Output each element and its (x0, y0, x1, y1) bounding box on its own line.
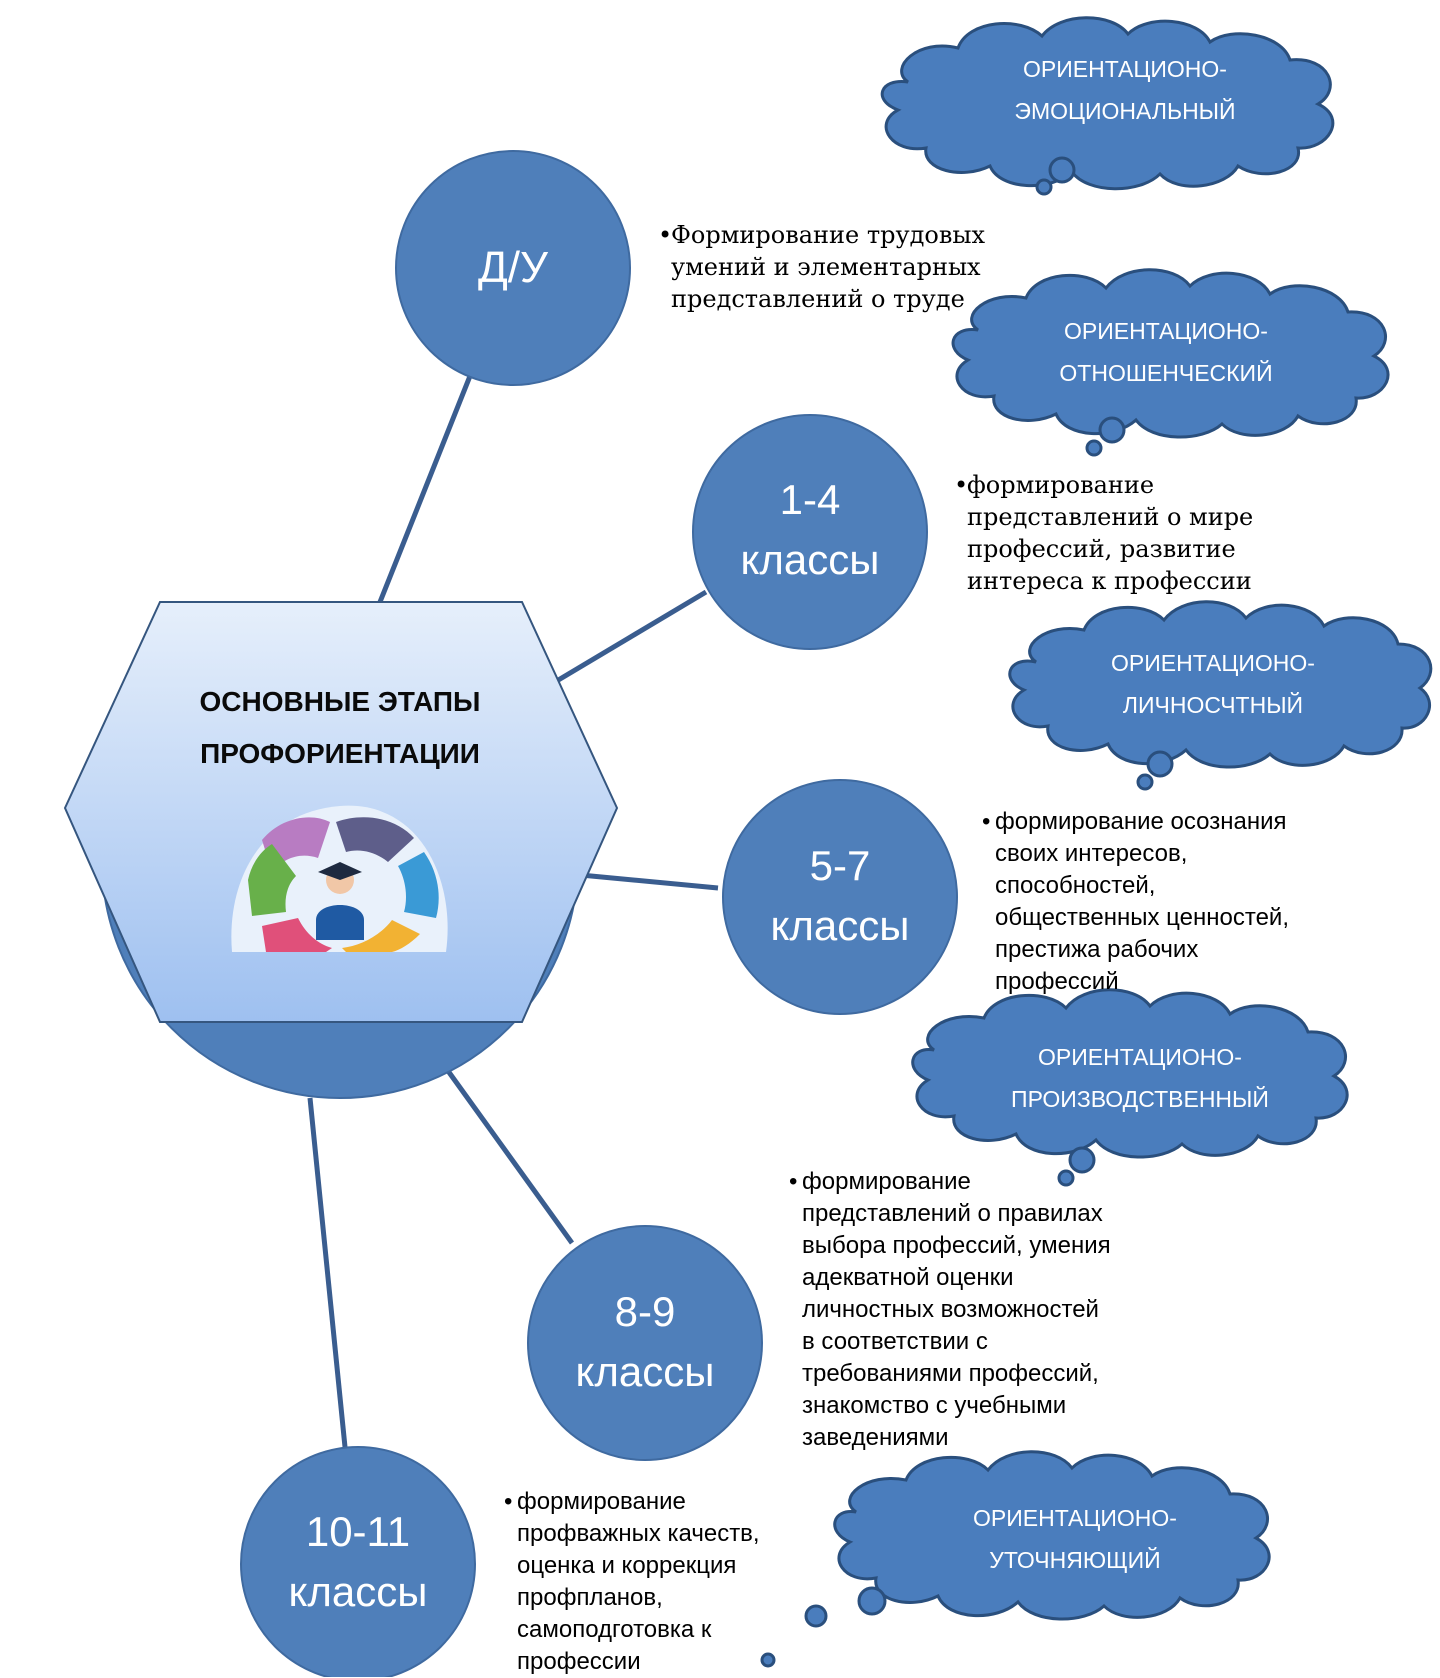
stage-label-5-7-line1: 5-7 (809, 842, 871, 889)
cloud-relational (951, 268, 1390, 457)
connector-du (377, 375, 473, 603)
cloud-label-emotional-line2: ЭМОЦИОНАЛЬНЫЙ (1014, 98, 1236, 124)
description-8-9-line: выбора профессий, умения (802, 1232, 1111, 1259)
cloud-label-relational: ОРИЕНТАЦИОНО- ОТНОШЕНЧЕСКИЙ (1016, 310, 1316, 394)
hub-title: ОСНОВНЫЕ ЭТАПЫ ПРОФОРИЕНТАЦИИ (150, 676, 530, 780)
stage-label-du: Д/У (396, 238, 630, 298)
description-1-4-line: интереса к профессии (967, 567, 1252, 595)
description-8-9-line: адекватной оценки (802, 1264, 1014, 1291)
cloud-label-relational-line1: ОРИЕНТАЦИОНО- (1064, 318, 1268, 344)
cloud-emotional (880, 16, 1335, 196)
description-8-9-line: в соответствии с (802, 1328, 988, 1355)
cloud-label-production-line1: ОРИЕНТАЦИОНО- (1038, 1044, 1242, 1070)
description-5-7-line: общественных ценностей, (995, 904, 1289, 931)
connector-1-4 (553, 589, 708, 685)
stage-circle-8-9 (527, 1225, 763, 1461)
description-10-11-line: оценка и коррекция (517, 1552, 737, 1579)
description-5-7-line: престижа рабочих (995, 936, 1199, 963)
description-10-11: формирование профважных качеств, оценка … (504, 1486, 807, 1678)
cloud-personal (1008, 600, 1433, 791)
stage-label-5-7-line2: классы (770, 902, 910, 949)
stage-label-1-4: 1-4 классы (693, 470, 927, 590)
description-du: Формирование трудовых умений и элементар… (658, 219, 1031, 315)
description-8-9-line: представлений о правилах (802, 1200, 1103, 1227)
cloud-label-personal: ОРИЕНТАЦИОНО- ЛИЧНОСЧТНЫЙ (1063, 642, 1363, 726)
connector-5-7 (569, 871, 719, 891)
description-10-11-line: формирование (517, 1488, 686, 1515)
connector-10-11 (307, 1097, 348, 1448)
hub-title-line2: ПРОФОРИЕНТАЦИИ (200, 738, 480, 769)
stage-label-10-11-line2: классы (288, 1568, 428, 1615)
description-8-9-line: знакомство с учебными (802, 1392, 1067, 1419)
stage-circle-1-4 (692, 414, 928, 650)
stage-circles (240, 150, 958, 1677)
cloud-label-production-line2: ПРОИЗВОДСТВЕННЫЙ (1011, 1086, 1269, 1112)
description-10-11-line: профпланов, (517, 1584, 663, 1611)
stage-label-8-9-line2: классы (575, 1348, 715, 1395)
cloud-label-emotional: ОРИЕНТАЦИОНО- ЭМОЦИОНАЛЬНЫЙ (975, 48, 1275, 132)
stage-label-du-line1: Д/У (478, 243, 548, 292)
description-1-4-line: представлений о мире (967, 503, 1254, 531)
description-5-7: формирование осознания своих интересов, … (982, 806, 1340, 998)
stage-label-8-9: 8-9 классы (528, 1282, 762, 1402)
connector-8-9 (435, 1055, 575, 1245)
cloud-label-personal-line1: ОРИЕНТАЦИОНО- (1111, 650, 1315, 676)
description-1-4-line: профессий, развитие (967, 535, 1236, 563)
description-8-9-line: заведениями (802, 1424, 949, 1451)
stage-circle-10-11 (240, 1446, 476, 1677)
description-du-line: умений и элементарных (671, 253, 981, 281)
stage-label-1-4-line2: классы (740, 536, 880, 583)
stage-label-10-11-line1: 10-11 (305, 1508, 411, 1555)
thought-clouds (760, 16, 1433, 1668)
cloud-label-clarifying: ОРИЕНТАЦИОНО- УТОЧНЯЮЩИЙ (925, 1497, 1225, 1581)
cloud-label-production: ОРИЕНТАЦИОНО- ПРОИЗВОДСТВЕННЫЙ (980, 1036, 1300, 1120)
description-10-11-line: профессии (517, 1648, 641, 1675)
cloud-label-personal-line2: ЛИЧНОСЧТНЫЙ (1122, 692, 1304, 718)
description-1-4: формирование представлений о мире профес… (954, 469, 1297, 597)
description-8-9: формирование представлений о правилах вы… (789, 1166, 1162, 1454)
description-du-line: Формирование трудовых (671, 221, 985, 249)
hub-title-line1: ОСНОВНЫЕ ЭТАПЫ (199, 686, 481, 717)
description-10-11-line: профважных качеств, (517, 1520, 760, 1547)
cloud-label-relational-line2: ОТНОШЕНЧЕСКИЙ (1059, 360, 1273, 386)
cloud-label-clarifying-line2: УТОЧНЯЮЩИЙ (989, 1547, 1161, 1573)
connectors (307, 375, 719, 1448)
cloud-label-clarifying-line1: ОРИЕНТАЦИОНО- (973, 1505, 1177, 1531)
stage-label-5-7: 5-7 классы (723, 836, 957, 956)
education-collage-icon (231, 805, 448, 952)
description-5-7-line: формирование осознания (995, 808, 1287, 835)
stage-circle-du (395, 150, 631, 386)
description-5-7-line: профессий (995, 968, 1119, 995)
description-1-4-line: формирование (967, 471, 1155, 499)
description-5-7-line: способностей, (995, 872, 1156, 899)
description-8-9-line: требованиями профессий, (802, 1360, 1099, 1387)
description-8-9-line: формирование (802, 1168, 971, 1195)
cloud-label-emotional-line1: ОРИЕНТАЦИОНО- (1023, 56, 1227, 82)
stage-label-10-11: 10-11 классы (241, 1502, 475, 1622)
description-du-line: представлений о труде (671, 285, 965, 313)
description-8-9-line: личностных возможностей (802, 1296, 1099, 1323)
stage-label-1-4-line1: 1-4 (779, 476, 841, 523)
stage-circle-5-7 (722, 779, 958, 1015)
description-5-7-line: своих интересов, (995, 840, 1188, 867)
description-10-11-line: самоподготовка к (517, 1616, 712, 1643)
stage-label-8-9-line1: 8-9 (614, 1288, 676, 1335)
